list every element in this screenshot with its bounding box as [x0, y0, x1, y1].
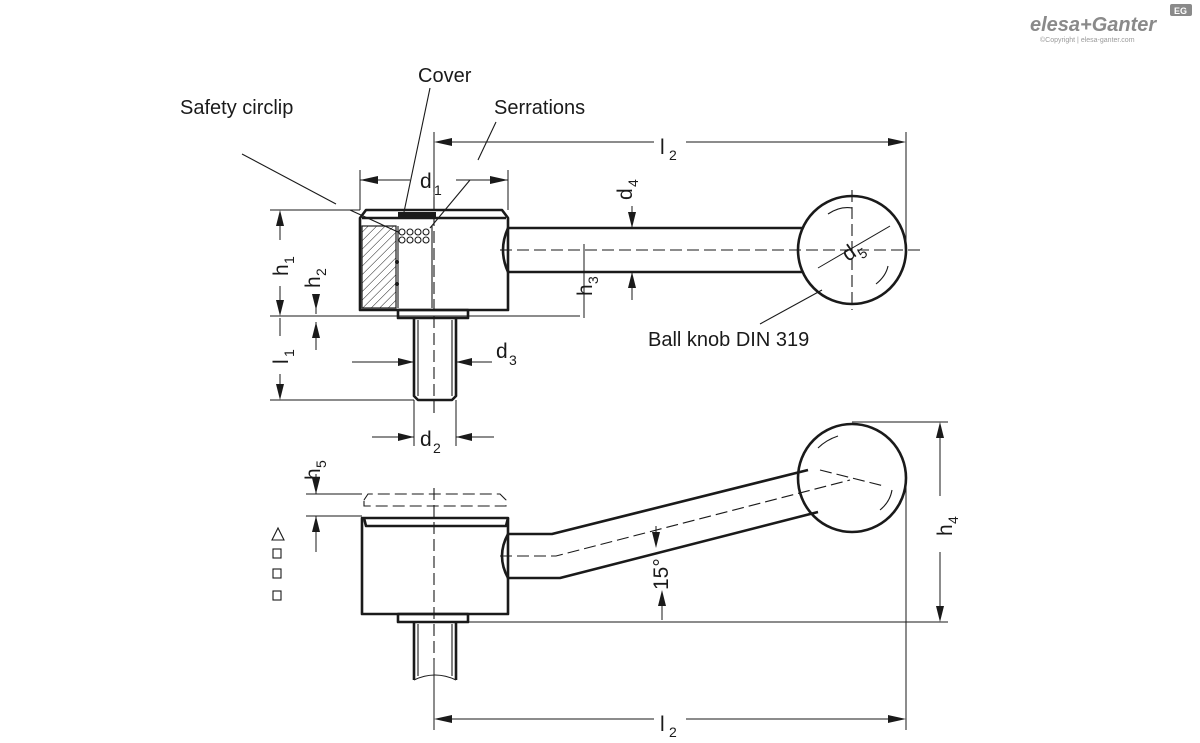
side-arm-bottom — [508, 510, 819, 580]
circlip-leader-1 — [241, 153, 337, 205]
ball-highlight-1 — [827, 207, 853, 215]
brand-logo: elesa+Ganter EG ©Copyright | elesa-gante… — [1030, 4, 1192, 44]
svg-text:1: 1 — [281, 256, 297, 264]
dim-label-d3: d 3 — [496, 340, 517, 368]
side-ball-knob — [796, 422, 908, 534]
hub-body — [358, 208, 510, 312]
svg-text:2: 2 — [669, 147, 677, 163]
triangle-symbol-icon — [271, 526, 285, 541]
ball-knob-leader — [759, 289, 823, 325]
dim-label-h2: h 2 — [302, 268, 329, 288]
square-symbol-icon-1 — [272, 548, 282, 559]
svg-text:l: l — [270, 359, 293, 364]
cover-leader — [403, 87, 431, 213]
side-hub-body — [360, 516, 510, 616]
side-hub-chamfer — [362, 517, 510, 528]
leader-lines — [241, 87, 823, 325]
side-stud-break — [413, 674, 457, 681]
brand-badge-icon — [1170, 4, 1192, 16]
ball-knob-label: Ball knob DIN 319 — [648, 329, 809, 351]
brand-logo-text: elesa+Ganter — [1030, 14, 1157, 36]
ball-highlight-2 — [875, 265, 889, 285]
square-symbol-icon-3 — [272, 590, 282, 601]
position-symbols — [271, 526, 285, 601]
dim-label-l2-top: l 2 — [660, 136, 677, 163]
raised-position-outline — [363, 493, 507, 507]
svg-text:15°: 15° — [650, 558, 673, 590]
side-arm-centerline — [500, 479, 851, 557]
square-symbol-icon-2 — [272, 568, 282, 579]
side-ball-highlight-2 — [879, 489, 893, 511]
side-ball-centerline — [819, 469, 885, 487]
side-hub-boss — [396, 612, 470, 624]
dim-label-h4: h 4 — [934, 516, 961, 536]
svg-text:3: 3 — [585, 276, 601, 284]
dim-label-h3: h 3 — [574, 276, 601, 296]
serrations-leader-1 — [477, 121, 497, 161]
dim-label-l2-bottom: l 2 — [660, 713, 677, 740]
dim-label-h1: h 1 — [270, 256, 297, 276]
text-labels: Cover Safety circlip Serrations Ball kno… — [180, 65, 961, 740]
svg-text:h: h — [270, 264, 293, 276]
svg-text:4: 4 — [945, 516, 961, 524]
hub-section-hatch — [361, 225, 397, 309]
threaded-stud — [412, 318, 458, 402]
cover-label: Cover — [418, 65, 472, 87]
dim-label-h5: h 5 — [302, 460, 329, 480]
side-stud — [412, 622, 458, 680]
svg-text:4: 4 — [625, 179, 641, 187]
copyright-text: ©Copyright | elesa-ganter.com — [1040, 36, 1135, 44]
svg-text:l: l — [660, 713, 665, 736]
dimension-lines — [270, 132, 948, 730]
dim-label-d4: d 4 — [614, 179, 641, 200]
svg-text:h: h — [574, 284, 597, 296]
svg-text:1: 1 — [434, 182, 442, 198]
side-arm-top — [508, 468, 809, 536]
svg-text:2: 2 — [313, 268, 329, 276]
hub-boss — [396, 308, 470, 320]
svg-text:d: d — [614, 188, 637, 200]
angle-label: 15° — [650, 558, 673, 590]
serrations-label: Serrations — [494, 97, 585, 119]
svg-text:l: l — [660, 136, 665, 159]
brand-badge-text: EG — [1174, 6, 1187, 16]
dim-label-l1: l 1 — [270, 349, 297, 364]
side-ball-highlight-1 — [817, 435, 839, 449]
side-view — [271, 422, 908, 681]
svg-text:d: d — [496, 340, 508, 363]
svg-text:1: 1 — [281, 349, 297, 357]
top-view — [358, 180, 920, 415]
svg-text:h: h — [302, 468, 325, 480]
safety-circlip-label: Safety circlip — [180, 97, 293, 119]
serrations-leader-2 — [429, 179, 471, 229]
dim-label-d2: d 2 — [420, 428, 441, 456]
dim-label-d1: d 1 — [420, 170, 442, 198]
svg-text:h: h — [302, 276, 325, 288]
cover-plate — [398, 212, 436, 218]
svg-text:2: 2 — [669, 724, 677, 740]
svg-text:3: 3 — [509, 352, 517, 368]
svg-text:d: d — [420, 428, 432, 451]
svg-text:d: d — [420, 170, 432, 193]
circlip-leader-2 — [349, 209, 399, 233]
svg-text:5: 5 — [313, 460, 329, 468]
svg-text:h: h — [934, 524, 957, 536]
svg-text:2: 2 — [433, 440, 441, 456]
serrations-teeth — [395, 228, 430, 286]
